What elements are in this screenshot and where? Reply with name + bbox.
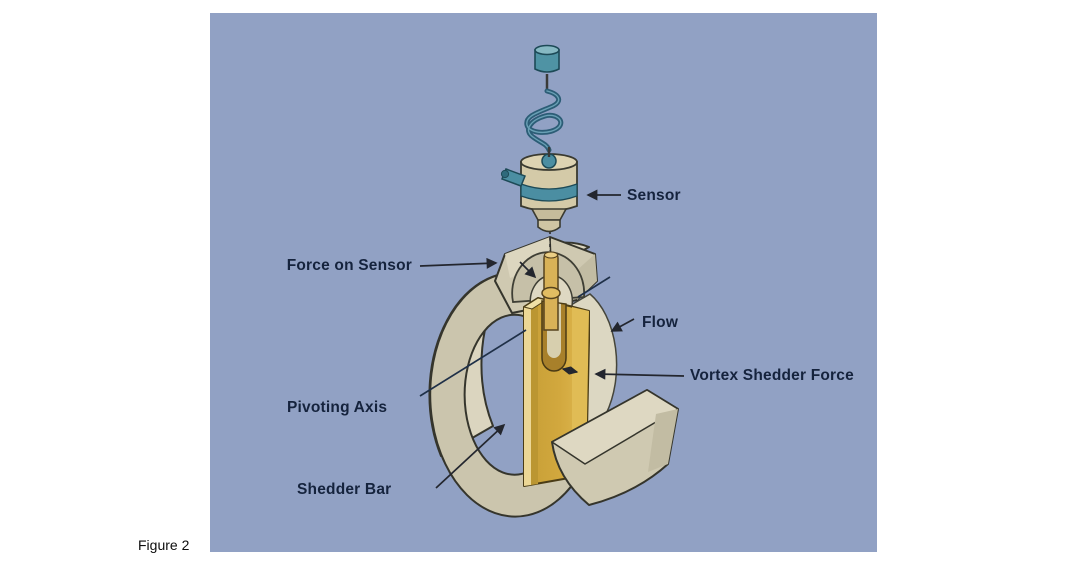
vortex-meter-diagram: Sensor Force on Sensor Flow Vortex Shedd… [210, 13, 877, 552]
vortex-oscillation-arrow [561, 366, 579, 375]
bar-shadow-facet [531, 299, 538, 485]
pivoting-axis-line-right [577, 276, 611, 298]
sensor-band [520, 183, 578, 202]
label-vortex-shedder-force: Vortex Shedder Force [690, 367, 854, 384]
figure-caption: Figure 2 [138, 537, 190, 553]
housing-bottom-block [551, 389, 679, 506]
sensor-neck [530, 208, 568, 221]
label-sensor: Sensor [627, 187, 681, 204]
pivot-pin [541, 251, 561, 331]
sensor-assembly [500, 44, 578, 233]
pivoting-axis-line [419, 329, 527, 397]
connector-cap [534, 49, 560, 73]
label-shedder-bar: Shedder Bar [297, 481, 391, 498]
coiled-cable-highlight [526, 90, 562, 151]
force-on-sensor-leader-arrow [419, 257, 498, 269]
label-force-on-sensor: Force on Sensor [287, 257, 412, 274]
vortex-force-leader-arrow [594, 368, 685, 380]
sensor-tip [537, 219, 561, 233]
label-flow: Flow [642, 314, 679, 331]
housing-front-face [429, 271, 583, 518]
force-direction-arrow [519, 261, 537, 279]
flow-arrow [610, 318, 635, 332]
bar-left-facet [524, 303, 531, 486]
label-pivoting-axis: Pivoting Axis [287, 399, 387, 416]
shedder-bar-leader-arrow [435, 423, 506, 489]
diagram-panel: Sensor Force on Sensor Flow Vortex Shedd… [210, 13, 877, 552]
